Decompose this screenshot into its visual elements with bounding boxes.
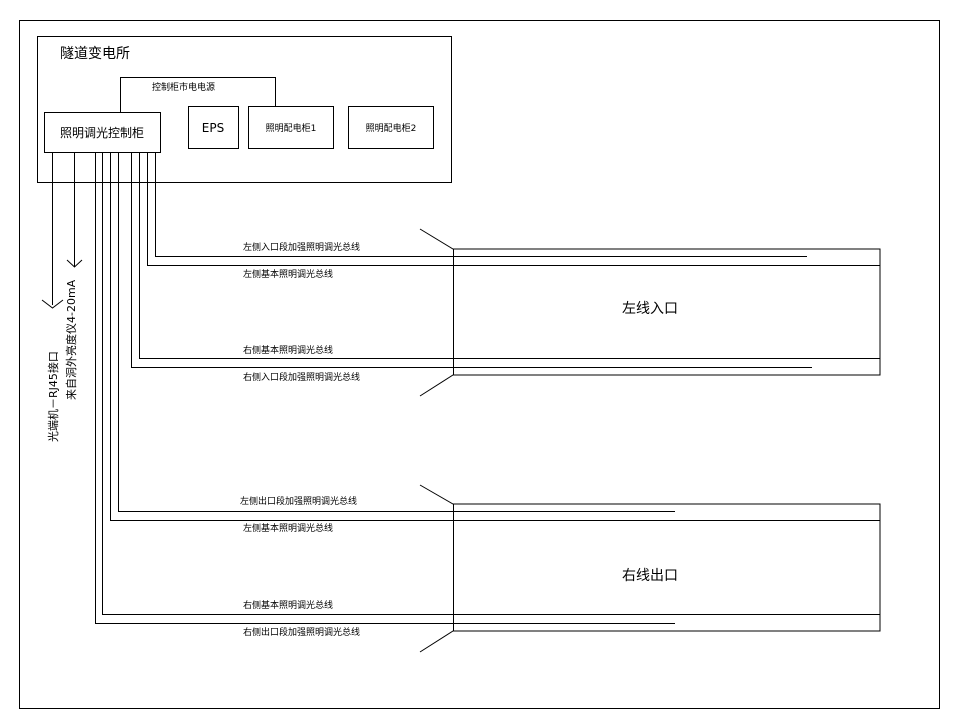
fiber-interface-label: 光端机－RJ45接口 xyxy=(46,351,60,442)
luminance-arrow-icon xyxy=(66,259,83,268)
bus-label-r4: 右侧出口段加强照明调光总线 xyxy=(243,626,360,638)
bus-line-r2 xyxy=(110,152,880,521)
power-source-label: 控制柜市电电源 xyxy=(152,81,215,93)
eps-label: EPS xyxy=(202,121,224,135)
bus-label-l2: 左侧基本照明调光总线 xyxy=(243,268,333,280)
bus-label-l1: 左侧入口段加强照明调光总线 xyxy=(243,241,360,253)
outer-frame xyxy=(19,20,940,709)
bus-line-l4 xyxy=(131,152,812,368)
bus-label-r3: 右侧基本照明调光总线 xyxy=(243,599,333,611)
lighting-panel-1 xyxy=(248,106,334,149)
bus-line-r3 xyxy=(102,152,880,615)
bus-line-l1 xyxy=(155,152,807,257)
bus-line-l3 xyxy=(139,152,880,359)
substation-box xyxy=(37,36,452,183)
fiber-arrow-icon xyxy=(41,299,64,309)
bus-label-r2: 左侧基本照明调光总线 xyxy=(243,522,333,534)
tunnel-right-exit-label: 右线出口 xyxy=(622,568,678,584)
tunnel-left-entrance xyxy=(419,228,881,397)
substation-title: 隧道变电所 xyxy=(60,46,130,62)
power-feed-line xyxy=(120,77,276,112)
bus-line-l2 xyxy=(147,152,880,266)
lighting-panel-2 xyxy=(348,106,434,149)
lighting-panel-2-label: 照明配电柜2 xyxy=(366,122,417,134)
tunnel-right-exit xyxy=(419,484,881,653)
eps-box xyxy=(188,106,239,149)
control-cabinet-label: 照明调光控制柜 xyxy=(60,126,144,140)
bus-line-r1 xyxy=(118,152,675,512)
bus-label-l3: 右侧基本照明调光总线 xyxy=(243,344,333,356)
lighting-panel-1-label: 照明配电柜1 xyxy=(266,122,317,134)
bus-label-l4: 右侧入口段加强照明调光总线 xyxy=(243,371,360,383)
bus-line-r4 xyxy=(95,152,675,624)
tunnel-left-entrance-label: 左线入口 xyxy=(622,301,678,317)
bus-label-r1: 左侧出口段加强照明调光总线 xyxy=(240,495,357,507)
luminance-meter-label: 来自洞外亮度仪4-20mA xyxy=(64,279,78,400)
